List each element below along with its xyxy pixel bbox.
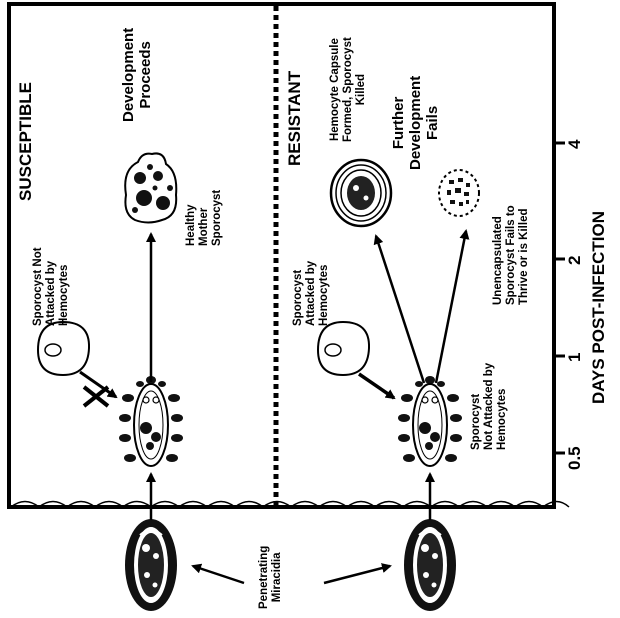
sporocyst-attacked-label: Sporocyst Attacked by Hemocytes — [292, 261, 331, 326]
label-line: Hemocytes — [57, 264, 70, 326]
sporocyst-not-attacked-label: Sporocyst Not Attacked by Hemocytes — [32, 247, 71, 326]
early-sporocyst-resistant — [398, 376, 462, 467]
label-line: Healthy — [185, 204, 197, 246]
miracidium-right — [404, 519, 456, 611]
label-line: Killed — [354, 73, 367, 106]
label-line: Mother — [197, 207, 210, 246]
label-line: Sporocyst — [210, 189, 223, 246]
blocked-attack-arrow — [79, 370, 118, 399]
label-line: Unencapsulated — [492, 216, 504, 305]
arrow-to-capsule — [373, 234, 426, 384]
unencapsulated-label: Unencapsulated Sporocyst Fails to Thrive… — [492, 205, 531, 305]
label-line: Sporocyst — [470, 393, 482, 450]
tick-label-0.5: 0.5 — [565, 446, 584, 470]
label-line: Not Attacked by — [482, 362, 495, 450]
hemocyte-capsule-label: Hemocyte Capsule Formed, Sporocyst Kille… — [329, 37, 368, 142]
arrow-to-miracidium-right — [323, 563, 392, 585]
axis-ticks — [554, 141, 565, 455]
label-line: Thrive or is Killed — [517, 208, 530, 306]
healthy-mother-sporocyst-label: Healthy Mother Sporocyst — [185, 190, 224, 246]
label-line: Attacked by — [304, 260, 317, 326]
label-line: Formed, Sporocyst — [341, 37, 354, 142]
label-line: Proceeds — [136, 41, 154, 109]
label-line: Hemocytes — [495, 388, 508, 450]
label-line: Sporocyst Fails to — [504, 205, 517, 305]
miracidium-left — [125, 519, 177, 611]
label-line: Hemocytes — [317, 264, 330, 326]
development-proceeds-label: Development Proceeds — [120, 27, 155, 122]
arrow-to-miracidium-left — [191, 563, 245, 585]
label-line: Further — [390, 96, 407, 150]
label-line: Development — [120, 27, 137, 122]
hemocyte-capsule — [329, 158, 393, 228]
epithelium — [10, 500, 570, 508]
x-mark-icon — [82, 385, 110, 408]
tick-label-2: 2 — [565, 255, 584, 265]
penetrating-miracidia-label: Penetrating Miracidia — [258, 546, 284, 609]
label-line: Miracidia — [270, 552, 283, 603]
susceptible-title: SUSCEPTIBLE — [16, 81, 35, 201]
label-line: Sporocyst — [292, 269, 304, 326]
axis-title: DAYS POST-INFECTION — [589, 210, 608, 404]
label-line: Penetrating — [258, 545, 270, 609]
label-line: Development — [406, 75, 424, 170]
label-line: Sporocyst Not — [32, 247, 44, 326]
label-line: Attacked by — [44, 260, 57, 326]
further-development-fails-label: Further Development Fails — [390, 75, 441, 170]
tick-label-1: 1 — [565, 352, 584, 362]
hemocyte-resistant — [316, 320, 371, 377]
failing-sporocyst — [438, 169, 480, 217]
tissue-frame — [7, 2, 556, 509]
label-line: Hemocyte Capsule — [329, 38, 341, 142]
hemocyte-susceptible — [36, 320, 91, 377]
mother-sporocyst — [124, 152, 178, 224]
arrow-to-unencapsulated — [434, 229, 470, 384]
sporocyst-not-attacked-resistant-label: Sporocyst Not Attacked by Hemocytes — [470, 363, 509, 450]
label-line: Fails — [423, 105, 441, 140]
resistant-title: RESISTANT — [285, 70, 304, 166]
tick-label-4: 4 — [565, 139, 584, 149]
attack-arrow — [358, 372, 396, 400]
early-sporocyst-susceptible — [119, 376, 183, 467]
